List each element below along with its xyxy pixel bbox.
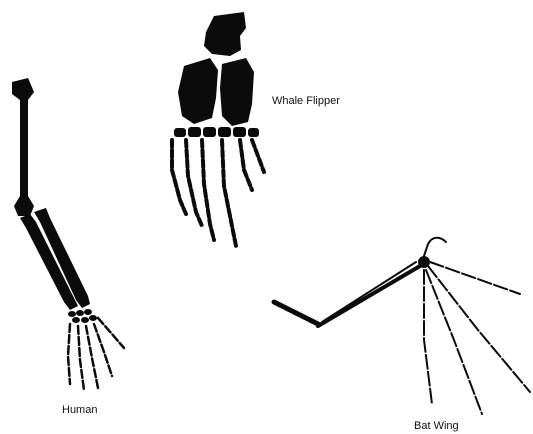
bat-thumb [424,238,446,256]
bat-digits [424,262,530,414]
human-humerus [12,78,34,216]
human-label: Human [62,404,97,416]
whale-flipper-skeleton [172,12,264,246]
bat-radius [318,266,420,326]
whale-ulna [220,58,254,126]
whale-radius [178,58,218,124]
human-carpals [68,309,97,323]
whale-flipper-label: Whale Flipper [272,95,340,107]
bat-wing-label: Bat Wing [414,420,459,432]
whale-carpals [174,127,259,137]
human-arm-skeleton [12,78,124,390]
bat-ulna [322,262,416,322]
bat-wing-skeleton [274,238,530,414]
bat-humerus [274,302,318,324]
human-fingers [68,318,124,390]
whale-digits [172,140,264,246]
whale-humerus [204,12,246,56]
